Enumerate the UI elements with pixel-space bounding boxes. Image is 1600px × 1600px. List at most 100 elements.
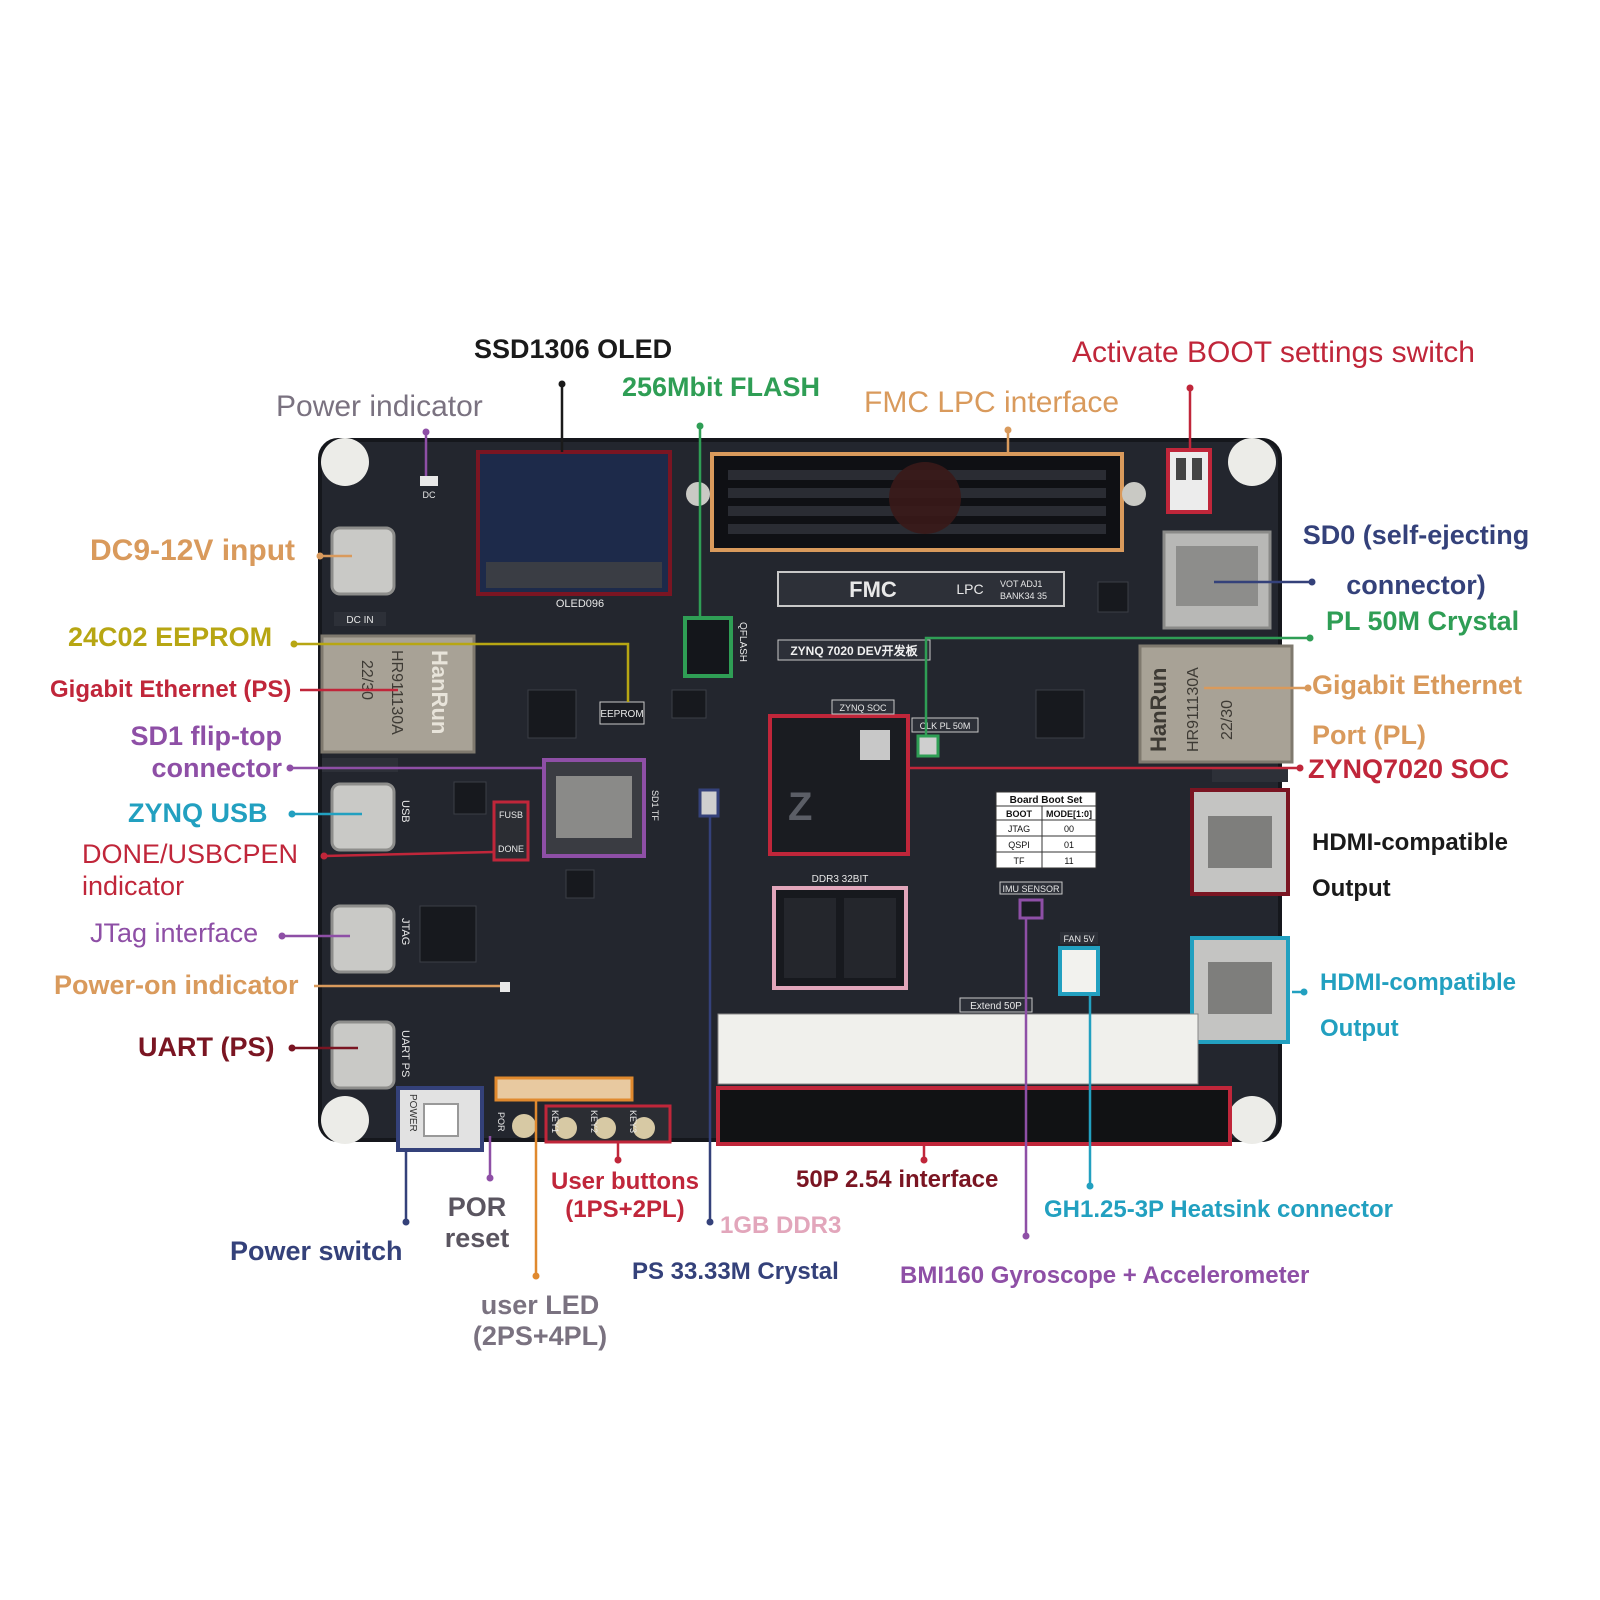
- label-zynq7020-soc: ZYNQ7020 SOC: [1308, 754, 1510, 784]
- boot-table-cell: JTAG: [1008, 824, 1030, 834]
- label-boot-switch: Activate BOOT settings switch: [1072, 336, 1475, 369]
- label-user-buttons: User buttons (1PS+2PL): [550, 1168, 699, 1223]
- label-power-on-indicator: Power-on indicator: [54, 970, 299, 1000]
- standoff-top-right: [1228, 438, 1276, 486]
- key2-tag: KEY2: [589, 1110, 599, 1133]
- done-indicator-block: [492, 800, 530, 862]
- hr-part-ps: HR911130A: [388, 650, 405, 735]
- boot-table-title: Board Boot Set: [1010, 795, 1083, 806]
- fmc-tag: FMC: [849, 577, 897, 602]
- leader-lines: [282, 384, 1312, 1276]
- usb-connector: [330, 782, 396, 852]
- label-jtag-interface: JTag interface: [90, 918, 259, 948]
- eeprom-tag: EEPROM: [600, 709, 643, 720]
- label-hdmi-output-1: HDMI-compatible Output: [1312, 829, 1509, 902]
- oled-tag: OLED096: [556, 598, 604, 610]
- standoff-top-left: [321, 438, 369, 486]
- power-on-led: [500, 982, 510, 992]
- label-pl-crystal: PL 50M Crystal: [1326, 606, 1520, 636]
- fan-tag: FAN 5V: [1063, 934, 1094, 944]
- pl-crystal: [916, 734, 940, 758]
- pin-label-strip: [717, 1013, 1199, 1085]
- label-hdmi-output-2: HDMI-compatible Output: [1320, 969, 1517, 1042]
- por-tag: POR: [496, 1112, 506, 1132]
- zynq-soc-tag: ZYNQ SOC: [839, 703, 887, 713]
- dc-tag: DC: [423, 490, 436, 500]
- misc-chips: [419, 581, 1129, 963]
- qflash-tag: QFLASH: [737, 622, 748, 662]
- standoff-bottom-right: [1228, 1096, 1276, 1144]
- label-50p-interface: 50P 2.54 interface: [796, 1166, 999, 1193]
- hanrun-ps: HanRun: [427, 650, 452, 734]
- key1-tag: KEY1: [550, 1110, 560, 1133]
- leader-dots: [278, 380, 1316, 1280]
- label-gigabit-ethernet-pl: Gigabit Ethernet Port (PL): [1312, 670, 1523, 750]
- boot-table-header-0: BOOT: [1006, 809, 1033, 819]
- label-gh125-heatsink: GH1.25-3P Heatsink connector: [1044, 1196, 1394, 1223]
- imu-sensor: [1018, 898, 1044, 920]
- label-user-led: user LED (2PS+4PL): [472, 1290, 608, 1352]
- board-name: ZYNQ 7020 DEV开发板: [790, 643, 918, 658]
- label-ps-crystal: PS 33.33M Crystal: [632, 1258, 839, 1285]
- label-1gb-ddr3: 1GB DDR3: [720, 1212, 842, 1239]
- fan-connector: [1058, 946, 1100, 996]
- ethernet-pl-jack: [1138, 644, 1294, 764]
- boot-table-cell: TF: [1014, 856, 1025, 866]
- label-256mbit-flash: 256Mbit FLASH: [622, 372, 821, 402]
- hanrun-pl: HanRun: [1146, 668, 1171, 752]
- dc-in-tag: DC IN: [346, 615, 373, 626]
- boot-switch: [1166, 448, 1212, 514]
- por-button: [512, 1114, 536, 1138]
- svg-text:Z: Z: [788, 785, 812, 829]
- boot-table-cell: QSPI: [1008, 840, 1030, 850]
- boot-table: Board Boot Set BOOT MODE[1:0] JTAG 00 QS…: [995, 791, 1097, 869]
- label-done-usbcpen: DONE/USBCPEN indicator: [82, 839, 299, 901]
- ps-crystal: [698, 788, 720, 818]
- label-sd1-connector: SD1 flip-top connector: [130, 721, 282, 783]
- label-gigabit-ethernet-ps: Gigabit Ethernet (PS): [50, 676, 292, 703]
- label-fmc-lpc-interface: FMC LPC interface: [864, 386, 1120, 419]
- lpc-tag: LPC: [956, 581, 983, 597]
- label-ssd1306-oled: SSD1306 OLED: [474, 334, 673, 364]
- label-uart-ps: UART (PS): [138, 1032, 275, 1062]
- power-tag: POWER: [407, 1094, 418, 1132]
- hr-code-ps: 22/30: [358, 660, 375, 700]
- uart-tag: UART PS: [399, 1030, 411, 1077]
- fusb-tag: FUSB: [499, 810, 523, 820]
- clk-tag: CLK PL 50M: [920, 721, 971, 731]
- imu-tag: IMU SENSOR: [1002, 884, 1060, 894]
- label-zynq-usb: ZYNQ USB: [128, 798, 268, 828]
- ddr-tag: DDR3 32BIT: [812, 874, 869, 885]
- hr-code-pl: 22/30: [1219, 700, 1236, 740]
- boot-table-cell: 01: [1064, 840, 1074, 850]
- ethernet-ps-jack: [320, 634, 476, 754]
- sd1-tag: SD1 TF: [650, 790, 660, 821]
- boot-table-cell: 00: [1064, 824, 1074, 834]
- bank-tag: BANK34 35: [1000, 591, 1047, 601]
- jtag-tag: JTAG: [399, 918, 411, 945]
- power-indicator-led: [420, 476, 438, 486]
- dc-in-connector: [330, 526, 396, 596]
- boot-table-header-1: MODE[1:0]: [1046, 809, 1092, 819]
- vot-adj-tag: VOT ADJ1: [1000, 579, 1042, 589]
- label-sd0: SD0 (self-ejecting connector): [1302, 520, 1530, 600]
- boot-table-cell: 11: [1064, 856, 1073, 866]
- usb-tag: USB: [399, 800, 411, 823]
- label-dc-input: DC9-12V input: [90, 534, 296, 567]
- user-led-strip: [494, 1076, 634, 1102]
- label-bmi160: BMI160 Gyroscope + Accelerometer: [900, 1262, 1310, 1289]
- standoff-bottom-left: [321, 1096, 369, 1144]
- extend-tag: Extend 50P: [970, 1001, 1022, 1012]
- uart-connector: [330, 1020, 396, 1090]
- header-50p: [716, 1086, 1232, 1146]
- label-por-reset: POR reset: [444, 1192, 510, 1254]
- done-tag: DONE: [498, 844, 524, 854]
- hr-part-pl: HR911130A: [1185, 667, 1202, 752]
- label-power-indicator: Power indicator: [276, 390, 483, 423]
- eeprom-chip: [599, 701, 645, 725]
- key3-tag: KEY3: [628, 1110, 638, 1133]
- jtag-connector: [330, 904, 396, 974]
- label-power-switch: Power switch: [230, 1236, 403, 1266]
- label-eeprom: 24C02 EEPROM: [68, 622, 273, 652]
